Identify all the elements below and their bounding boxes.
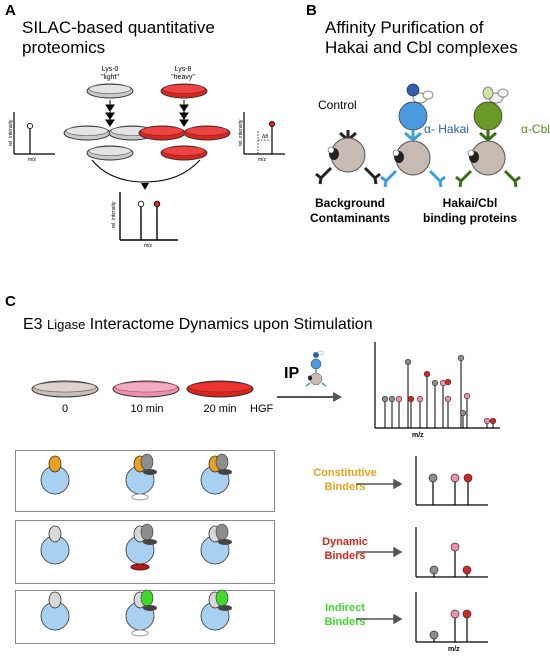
main-spectrum [374, 342, 500, 429]
spectrum-heavy-shift: Δ8 [262, 134, 269, 140]
heavy-dish-bottom [160, 145, 208, 161]
dish-20 [186, 380, 254, 398]
row3-complex-0 [40, 591, 70, 631]
row3-complex-10 [125, 589, 157, 637]
background-label-line2: Contaminants [309, 211, 390, 225]
panel-c-title-part3: Interactome Dynamics upon Stimulation [89, 316, 373, 333]
row3-spectrum [415, 592, 488, 643]
spectrum-light [13, 112, 55, 155]
spectrum-heavy [243, 112, 285, 155]
control-bead [315, 130, 381, 185]
ip-label: IP [284, 365, 300, 382]
alpha-hakai-label: α- Hakai [424, 122, 469, 136]
spectrum-heavy-xlabel: m/z [258, 157, 267, 163]
time-0: 0 [61, 403, 69, 415]
row3-complex-20 [200, 589, 232, 631]
constitutive-label-2: Binders [324, 481, 366, 493]
time-20: 20 min [203, 403, 237, 415]
row1-complex-0 [40, 455, 70, 495]
spectrum-merged-xlabel: m/z [144, 243, 153, 249]
dish-10 [112, 380, 180, 398]
binding-label-line1: Hakai/Cbl [442, 196, 498, 210]
time-10: 10 min [130, 403, 164, 415]
hakai-bead [380, 83, 446, 188]
light-dish-bottom [86, 145, 134, 161]
heavy-sub: "heavy" [171, 74, 195, 81]
panel-a-title-line2: proteomics [22, 38, 106, 57]
bottom-spectrum-xlabel: m/z [448, 646, 460, 653]
heavy-dish-left [138, 125, 186, 141]
row1-complex-10 [125, 453, 157, 501]
dish-0 [31, 380, 99, 398]
cbl-bead [455, 86, 521, 188]
panel-c-title-part1: E3 [23, 316, 43, 333]
dynamic-label-2: Binders [324, 550, 366, 562]
spectrum-merged [119, 192, 178, 241]
ip-bead-icon [305, 350, 327, 387]
main-spectrum-xlabel: m/z [412, 432, 424, 439]
heavy-label: Lys-8 [174, 66, 192, 73]
background-label-line1: Background [314, 196, 385, 210]
light-sub: "light" [101, 74, 119, 81]
panel-c-letter: C [5, 293, 16, 310]
indirect-label-2: Binders [324, 616, 366, 628]
panel-a-title-line1: SILAC-based quantitative [22, 18, 215, 37]
row1-spectrum [415, 456, 488, 506]
dynamic-label-1: Dynamic [322, 536, 368, 548]
heavy-dish-right [183, 125, 231, 141]
light-dish-left [63, 125, 111, 141]
light-dish-top [86, 83, 134, 99]
row2-complex-0 [40, 525, 70, 565]
row1-complex-20 [200, 453, 232, 495]
control-label: Control [318, 98, 357, 112]
hgf-label: HGF [250, 403, 274, 415]
panel-c-title-part2: Ligase [47, 317, 86, 332]
heavy-dish-top [160, 83, 208, 99]
constitutive-label-1: Constitutive [313, 467, 377, 479]
row2-spectrum [415, 527, 488, 578]
panel-b-title-line2: Hakai and Cbl complexes [325, 38, 518, 57]
panel-c-title: E3 Ligase Interactome Dynamics upon Stim… [23, 316, 373, 334]
indirect-label-1: Indirect [325, 602, 365, 614]
panel-b-letter: B [306, 2, 317, 19]
light-label: Lys-0 [101, 66, 119, 73]
row2-complex-20 [200, 523, 232, 565]
alpha-cbl-label: α-Cbl [521, 122, 550, 136]
spectrum-light-xlabel: m/z [28, 157, 37, 163]
row2-complex-10 [125, 523, 157, 571]
panel-b-title-line1: Affinity Purification of [325, 18, 484, 37]
binding-label-line2: binding proteins [423, 211, 517, 225]
panel-a-letter: A [5, 2, 16, 19]
